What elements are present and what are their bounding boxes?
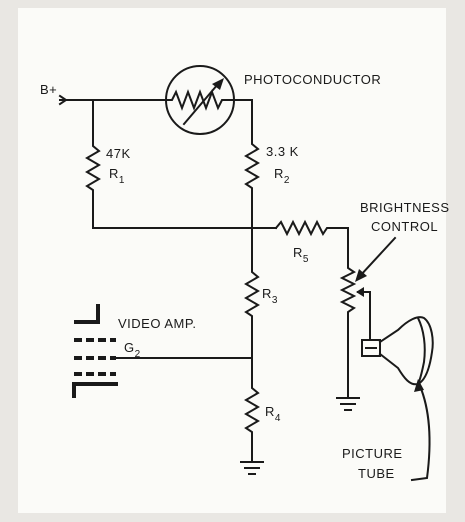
r2-name-label: R2 <box>274 166 290 186</box>
picture-tube-label-line2: TUBE <box>358 466 395 481</box>
video-amp-label: VIDEO AMP. <box>118 316 196 331</box>
r3-name-label: R3 <box>262 286 278 306</box>
video-amp-tube-symbol <box>72 304 118 398</box>
r1-value-label: 47K <box>106 146 131 161</box>
r4-name-label: R4 <box>265 404 281 424</box>
brightness-potentiometer <box>339 261 357 326</box>
picture-tube-pointer-arrow <box>414 379 424 392</box>
r1-name-label: R1 <box>109 166 125 186</box>
r3-resistor <box>244 264 260 359</box>
r5-name-label: R5 <box>293 245 309 265</box>
ground-symbol-pot <box>336 397 360 411</box>
brightness-label-line2: CONTROL <box>371 219 438 234</box>
picture-tube-label-line1: PICTURE <box>342 446 403 461</box>
r4-resistor <box>244 357 260 463</box>
diagram-panel <box>18 8 446 513</box>
r2-resistor <box>244 137 260 266</box>
b-plus-label: B+ <box>40 82 57 97</box>
brightness-label-line1: BRIGHTNESS <box>360 200 450 215</box>
r2-value-label: 3.3 K <box>266 144 299 159</box>
r5-resistor <box>274 219 349 263</box>
brightness-pointer-arrow <box>355 269 367 282</box>
picture-tube-pointer <box>410 384 431 482</box>
ground-symbol-r4 <box>240 461 264 475</box>
g2-label: G2 <box>124 340 141 360</box>
brightness-pointer-line <box>358 236 397 278</box>
r1-resistor <box>85 139 101 229</box>
photoconductor-symbol <box>165 65 235 135</box>
photoconductor-label: PHOTOCONDUCTOR <box>244 72 381 87</box>
pot-wiper-arrow <box>356 287 364 297</box>
picture-tube-symbol <box>361 316 434 386</box>
